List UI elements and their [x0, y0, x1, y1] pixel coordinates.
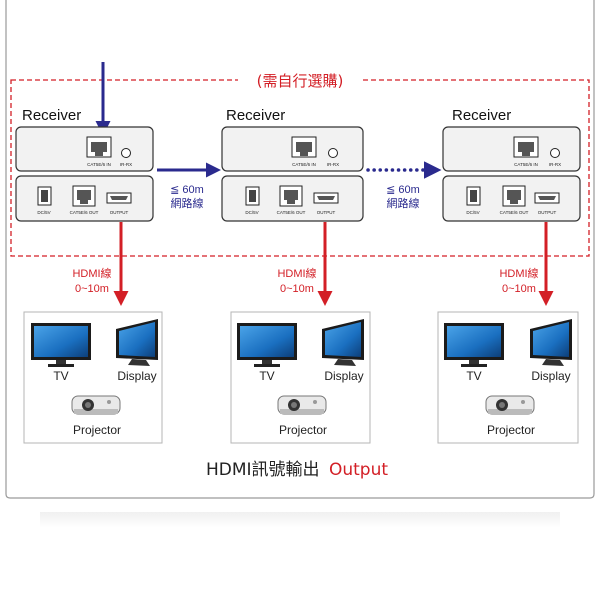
- ir-label: IR-RX: [549, 162, 561, 167]
- footer-prefix: HDMI訊號輸出: [206, 460, 320, 480]
- output-panel-2: TV Display Projector: [230, 311, 371, 444]
- rj45-port-icon: [291, 136, 317, 158]
- ir-label: IR-RX: [120, 162, 132, 167]
- network-cable-label-1: ≦ 60m 網路線: [170, 184, 204, 210]
- network-distance: ≦ 60m: [170, 184, 204, 196]
- projector-icon: [71, 395, 121, 415]
- footer-caption: HDMI訊號輸出 Output: [206, 460, 388, 480]
- projector-icon: [277, 395, 327, 415]
- receiver-bottom-unit: DC/5V CAT5E/6 OUT OUTPUT: [442, 175, 581, 222]
- receiver-2: Receiver CAT5E/6 IN IR-RX: [221, 107, 364, 222]
- hdmi-cable-label-2: HDMI線 0~10m: [277, 266, 316, 295]
- hdmi-cable-label-1: HDMI線 0~10m: [72, 266, 111, 295]
- receiver-bottom-unit: DC/5V CAT5E/6 OUT OUTPUT: [221, 175, 364, 222]
- receiver-top-unit: CAT5E/6 IN IR-RX: [442, 126, 581, 172]
- network-distance: ≦ 60m: [386, 184, 420, 196]
- hdmi-cable-label: HDMI線: [277, 266, 316, 280]
- tv-icon: [237, 323, 297, 367]
- port-label: CAT5E/6 OUT: [500, 210, 529, 215]
- output-label: OUTPUT: [538, 210, 557, 215]
- dc-label: DC/5V: [245, 210, 258, 215]
- tv-icon: [444, 323, 504, 367]
- receiver-title: Receiver: [22, 107, 81, 124]
- rj45-port-icon: [72, 185, 96, 207]
- rj45-port-icon: [502, 185, 526, 207]
- ir-receiver-icon: [328, 148, 338, 158]
- network-cable-label: 網路線: [387, 196, 420, 210]
- output-label: OUTPUT: [110, 210, 129, 215]
- projector-label: Projector: [73, 423, 121, 437]
- receiver-3: Receiver CAT5E/6 IN IR-RX: [442, 107, 581, 222]
- projector-label: Projector: [487, 423, 535, 437]
- hdmi-cable-label: HDMI線: [499, 266, 538, 280]
- receiver-top-unit: CAT5E/6 IN IR-RX: [15, 126, 154, 172]
- dc-label: DC/5V: [37, 210, 50, 215]
- display-icon: [322, 319, 364, 366]
- port-label: CAT5E/6 OUT: [70, 210, 99, 215]
- hdmi-port-icon: [534, 192, 560, 204]
- display-label: Display: [117, 369, 156, 383]
- ir-receiver-icon: [550, 148, 560, 158]
- display-label: Display: [531, 369, 570, 383]
- frame-shadow: [40, 512, 560, 528]
- receiver-top-unit: CAT5E/6 IN IR-RX: [221, 126, 364, 172]
- dc-power-jack-icon: [37, 186, 52, 206]
- dc-power-jack-icon: [245, 186, 260, 206]
- tv-label: TV: [53, 369, 68, 383]
- display-icon: [116, 319, 158, 366]
- projector-label: Projector: [279, 423, 327, 437]
- tv-icon: [31, 323, 91, 367]
- output-panel-3: TV Display Projector: [437, 311, 579, 444]
- hdmi-port-icon: [106, 192, 132, 204]
- tv-label: TV: [466, 369, 481, 383]
- receiver-1: Receiver CAT5E/6 IN IR-RX: [15, 107, 154, 222]
- network-cable-label: 網路線: [171, 196, 204, 210]
- footer-highlight: Output: [329, 460, 388, 480]
- hdmi-cable-label: HDMI線: [72, 266, 111, 280]
- ir-receiver-icon: [121, 148, 131, 158]
- receiver-bottom-unit: DC/5V CAT5E/6 OUT OUTPUT: [15, 175, 154, 222]
- receiver-title: Receiver: [452, 107, 511, 124]
- hdmi-port-icon: [313, 192, 339, 204]
- ir-label: IR-RX: [327, 162, 339, 167]
- port-label: CAT5E/6 OUT: [277, 210, 306, 215]
- output-panel-1: TV Display Projector: [23, 311, 163, 444]
- tv-label: TV: [259, 369, 274, 383]
- display-label: Display: [324, 369, 363, 383]
- display-icon: [530, 319, 572, 366]
- dc-power-jack-icon: [466, 186, 481, 206]
- network-cable-label-2: ≦ 60m 網路線: [386, 184, 420, 210]
- port-label: CAT5E/6 IN: [292, 162, 316, 167]
- rj45-port-icon: [279, 185, 303, 207]
- hdmi-distance: 0~10m: [280, 283, 314, 295]
- receiver-title: Receiver: [226, 107, 285, 124]
- port-label: CAT5E/6 IN: [514, 162, 538, 167]
- rj45-port-icon: [513, 136, 539, 158]
- hdmi-distance: 0~10m: [75, 283, 109, 295]
- hdmi-distance: 0~10m: [502, 283, 536, 295]
- outer-frame: [5, 0, 595, 499]
- port-label: CAT5E/6 IN: [87, 162, 111, 167]
- dc-label: DC/5V: [466, 210, 479, 215]
- hdmi-cable-label-3: HDMI線 0~10m: [499, 266, 538, 295]
- output-label: OUTPUT: [317, 210, 336, 215]
- rj45-port-icon: [86, 136, 112, 158]
- projector-icon: [485, 395, 535, 415]
- optional-purchase-label: (需自行選購): [257, 72, 344, 90]
